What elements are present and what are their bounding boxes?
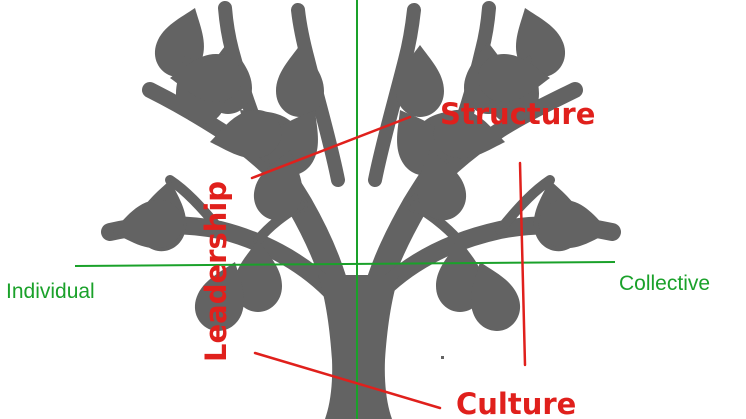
branch [165, 175, 225, 235]
structure-pointer-line [250, 115, 412, 180]
dot-marker [441, 356, 444, 359]
collective-label: Collective [619, 272, 710, 295]
leaf [276, 45, 324, 117]
individual-label: Individual [6, 280, 95, 303]
branch [495, 175, 555, 235]
horizontal-axis [74, 261, 616, 267]
leadership-label: Leadership [199, 181, 233, 362]
tree-trunk [318, 275, 399, 419]
structure-label: Structure [440, 97, 595, 131]
culture-pointer-line [253, 351, 442, 410]
indicator-lines [250, 115, 527, 410]
branch [410, 200, 463, 245]
culture-label: Culture [456, 387, 576, 419]
collective-divider-line [518, 161, 527, 367]
